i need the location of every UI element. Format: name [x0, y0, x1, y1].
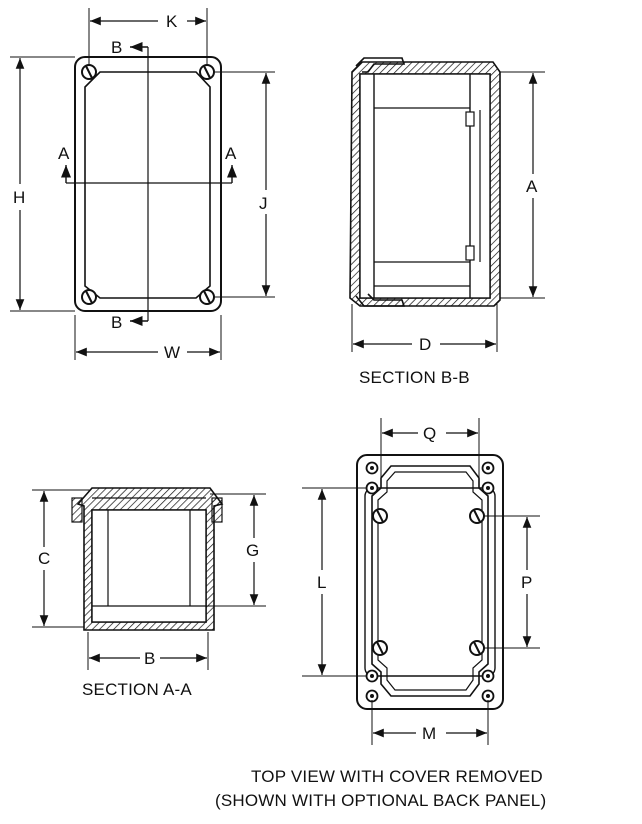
label-b-top: B	[111, 38, 122, 57]
top-view-cover: A A B B K W H J	[10, 8, 275, 362]
panel-screw-icon	[372, 640, 388, 656]
caption-section-aa: SECTION A-A	[82, 680, 192, 699]
label-b-bottom: B	[111, 313, 122, 332]
corner-hole-icon	[365, 481, 379, 495]
corner-hole-icon	[365, 461, 379, 475]
section-aa-view: C G B SECTION A-A	[32, 487, 266, 699]
panel-screw-icon	[469, 640, 485, 656]
dim-q-label: Q	[423, 424, 436, 443]
dim-p-label: P	[521, 573, 532, 592]
dim-g-label: G	[246, 541, 259, 560]
cover-screw-icon	[199, 64, 215, 80]
cover-inner-panel	[84, 71, 211, 299]
caption-section-bb: SECTION B-B	[359, 368, 470, 387]
corner-hole-icon	[481, 481, 495, 495]
enclosure-outline	[356, 454, 504, 710]
dim-m-label: M	[422, 724, 436, 743]
corner-hole-icon	[365, 669, 379, 683]
label-a-left: A	[58, 144, 70, 163]
section-bb-view: A D SECTION B-B	[349, 57, 545, 387]
corner-hole-icon	[481, 669, 495, 683]
corner-hole-icon	[481, 461, 495, 475]
top-view-cover-removed: Q L P M TOP VIEW WITH COVER REMOVED (SHO…	[215, 418, 546, 810]
back-panel	[364, 487, 496, 677]
dim-l-label: L	[317, 573, 326, 592]
dim-w-label: W	[164, 343, 180, 362]
corner-hole-icon	[365, 689, 379, 703]
dim-a-label: A	[526, 177, 538, 196]
dim-h-label: H	[13, 188, 25, 207]
channel-inner	[377, 471, 483, 691]
dim-k-label: K	[166, 12, 178, 31]
caption-top-view-line2: (SHOWN WITH OPTIONAL BACK PANEL)	[215, 791, 546, 810]
cover-screw-icon	[199, 289, 215, 305]
cover-screw-icon	[81, 64, 97, 80]
panel-screw-icon	[469, 508, 485, 524]
dim-c-label: C	[38, 549, 50, 568]
channel-outer	[371, 465, 489, 697]
dim-d-label: D	[419, 335, 431, 354]
panel-screw-icon	[372, 508, 388, 524]
caption-top-view-line1: TOP VIEW WITH COVER REMOVED	[251, 767, 543, 786]
dim-b-label: B	[144, 649, 155, 668]
cover-screw-icon	[81, 289, 97, 305]
corner-hole-icon	[481, 689, 495, 703]
label-a-right: A	[225, 144, 237, 163]
dim-j-label: J	[259, 194, 268, 213]
